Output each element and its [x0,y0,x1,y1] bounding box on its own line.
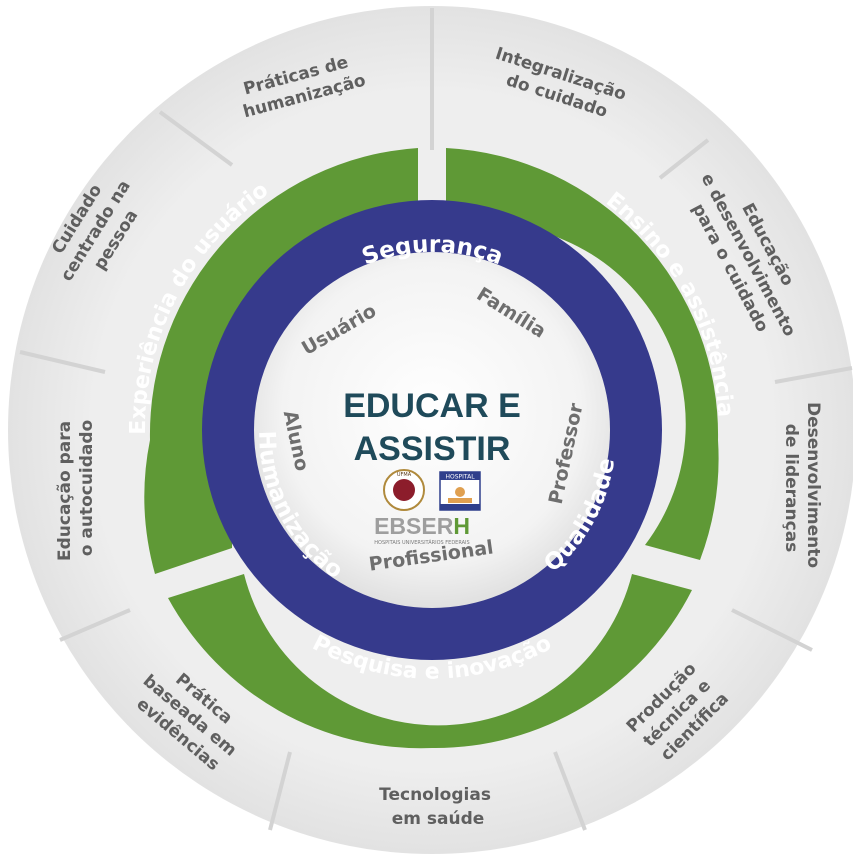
svg-text:UFMA: UFMA [397,472,412,478]
green-segment-pesquisa [168,574,692,749]
ufma-logo: UFMA [383,469,425,511]
center-title-line2: ASSISTIR [354,430,511,468]
outer-dividers [19,8,853,831]
label-educacao-autocuidado: Educação para o autocuidado [55,415,97,561]
center-circle [254,252,610,608]
green-segment-ensino [446,148,719,560]
ebserh-subtitle: HOSPITAIS UNIVERSITÁRIOS FEDERAIS [374,539,469,546]
center-title-line1: EDUCAR E [343,387,521,425]
svg-text:HOSPITAL: HOSPITAL [445,474,475,481]
hospital-logo: HOSPITAL [439,471,481,511]
ebserh-logo: EBSERH [374,513,470,539]
label-tecnologias-saude: Tecnologias em saúde [379,785,497,829]
label-desenvolvimento-liderancas: Desenvolvimento de lideranças [781,402,823,574]
